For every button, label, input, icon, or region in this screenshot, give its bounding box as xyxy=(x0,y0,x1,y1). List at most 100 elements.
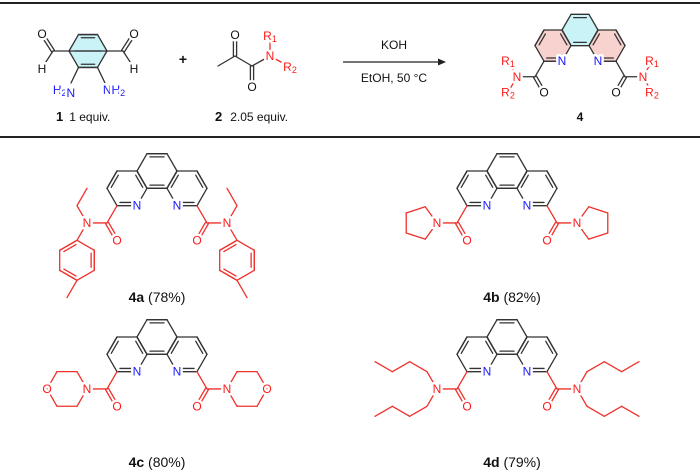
ring-bond xyxy=(516,153,528,172)
butyl-bond xyxy=(620,405,640,417)
atom-label-part: O xyxy=(262,382,271,396)
butyl-bond xyxy=(576,388,588,407)
double-bond-line xyxy=(520,174,529,188)
amide-nitrogen-label: N xyxy=(573,382,582,396)
amide-oxygen-label: O xyxy=(247,80,256,94)
yield: (82%) xyxy=(503,289,540,305)
double-bond-line xyxy=(485,174,494,188)
atom-label-part: N xyxy=(83,382,92,396)
product-caption-4b: 4b (82%) xyxy=(483,289,541,305)
bond xyxy=(546,336,558,355)
aldehyde-hydrogen-label: H xyxy=(38,62,47,76)
bond xyxy=(486,336,498,355)
plus-sign: + xyxy=(179,51,187,67)
ring-nitrogen-label: N xyxy=(173,365,182,379)
compound-number: 1 xyxy=(56,109,63,124)
atom-label-part: N xyxy=(483,365,492,379)
carbonyl-oxygen-label: O xyxy=(542,399,551,413)
atom-label-part: 2 xyxy=(292,65,297,75)
bond xyxy=(217,55,236,67)
bond xyxy=(456,170,468,189)
atom-label-part: N xyxy=(133,365,142,379)
butyl-bond xyxy=(409,360,428,373)
double-bond-line xyxy=(454,223,467,242)
bond xyxy=(196,170,208,189)
atom-label-part: 2 xyxy=(654,90,659,100)
equivalents: 1 equiv. xyxy=(69,110,110,124)
atom-label-part: N xyxy=(266,49,275,63)
ring-bond xyxy=(588,44,599,62)
butyl-bond xyxy=(374,360,394,373)
butyl-bond xyxy=(620,360,640,373)
double-bond-line xyxy=(63,268,77,277)
bond xyxy=(269,55,291,68)
double-bond-line xyxy=(121,32,134,51)
reactant-1-caption: 1 1 equiv. xyxy=(56,109,110,124)
bond xyxy=(615,29,626,47)
bond xyxy=(76,222,88,241)
amide-bond xyxy=(546,370,558,390)
atom-label-part: 1 xyxy=(654,59,659,69)
atom-label-part: N xyxy=(433,216,442,230)
atom-label-part: R xyxy=(645,54,654,68)
butyl-bond xyxy=(586,360,605,373)
bond xyxy=(106,170,118,189)
pyrrolidine-ring-bond xyxy=(588,232,609,240)
double-bond-line xyxy=(135,174,144,188)
aldehyde-hydrogen-label: H xyxy=(130,62,139,76)
atom-label-part: H xyxy=(38,62,47,76)
amide-nitrogen-label: N xyxy=(433,382,442,396)
ring-bond xyxy=(106,187,118,207)
bond xyxy=(76,187,88,207)
atom-label-part: O xyxy=(192,399,201,413)
atom-label-part: N xyxy=(523,365,532,379)
double-bond-line xyxy=(63,243,77,253)
morpholine-ring-bond xyxy=(256,388,268,407)
right-pyridine-ring-highlight xyxy=(589,29,625,62)
double-bond-line xyxy=(460,340,469,354)
product-caption-4a: 4a (78%) xyxy=(129,289,186,305)
atom-label-part: H xyxy=(111,83,120,97)
atom-label-part: O xyxy=(542,399,551,413)
double-bond-line xyxy=(485,340,494,354)
ring-bond xyxy=(546,187,558,207)
butyl-bond xyxy=(576,370,588,390)
morpholine-ring-bond xyxy=(46,388,58,407)
double-bond-line xyxy=(616,76,628,94)
ring-bond xyxy=(588,13,599,31)
morpholine-ring-bond xyxy=(226,388,238,407)
atom-label-part: O xyxy=(129,27,138,41)
amide-bond xyxy=(106,370,118,390)
double-bond-line xyxy=(547,389,560,408)
atom-label-part: R xyxy=(263,29,272,43)
double-bond-line xyxy=(559,33,568,46)
double-bond-line xyxy=(545,174,554,188)
carbonyl-oxygen-label: O xyxy=(462,233,471,247)
carbonyl-oxygen-label: O xyxy=(542,233,551,247)
r2-substituent-label: R2 xyxy=(501,85,515,100)
atom-label-part: N xyxy=(573,382,582,396)
butyl-bond xyxy=(603,360,623,373)
bond xyxy=(588,29,599,47)
pyrrolidine-ring-bond xyxy=(424,222,438,240)
ring-bond xyxy=(486,319,498,338)
atom-label-part: N xyxy=(483,199,492,213)
atom-label-part: O xyxy=(37,27,46,41)
morpholine-ring-bond xyxy=(46,370,58,390)
ring-bond xyxy=(106,353,118,373)
tolyl-ring-bond xyxy=(236,239,255,251)
central-ring-highlight xyxy=(562,14,598,46)
bond xyxy=(196,336,208,355)
atom-label-part: O xyxy=(192,233,201,247)
atom-label-part: N xyxy=(223,382,232,396)
double-bond-line xyxy=(545,340,554,354)
double-bond-line xyxy=(223,243,237,253)
yield: (78%) xyxy=(148,289,185,305)
bond xyxy=(534,29,545,47)
atom-label-part: O xyxy=(112,233,121,247)
